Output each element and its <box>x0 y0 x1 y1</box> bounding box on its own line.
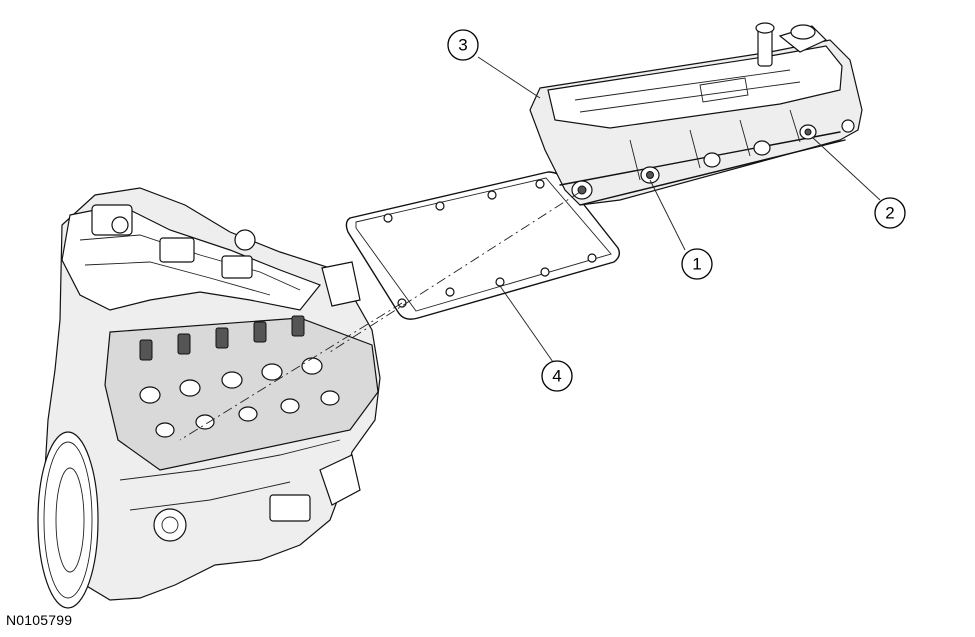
injector-row <box>139 315 305 361</box>
callout-2: 2 <box>874 197 906 229</box>
callout-4: 4 <box>541 360 573 392</box>
valve-cover <box>529 22 863 206</box>
callout-4-number: 4 <box>552 367 561 386</box>
cover-bolt-bosses <box>571 119 855 200</box>
engine-assembly <box>37 187 381 609</box>
callout-3-number: 3 <box>458 36 467 55</box>
head-ports <box>139 357 340 438</box>
callout-1: 1 <box>681 248 713 280</box>
callout-2-number: 2 <box>885 204 894 223</box>
callout-1-number: 1 <box>692 255 701 274</box>
callout-3: 3 <box>447 29 479 61</box>
leader-lines <box>179 56 881 441</box>
figure-id-label: N0105799 <box>6 612 73 628</box>
